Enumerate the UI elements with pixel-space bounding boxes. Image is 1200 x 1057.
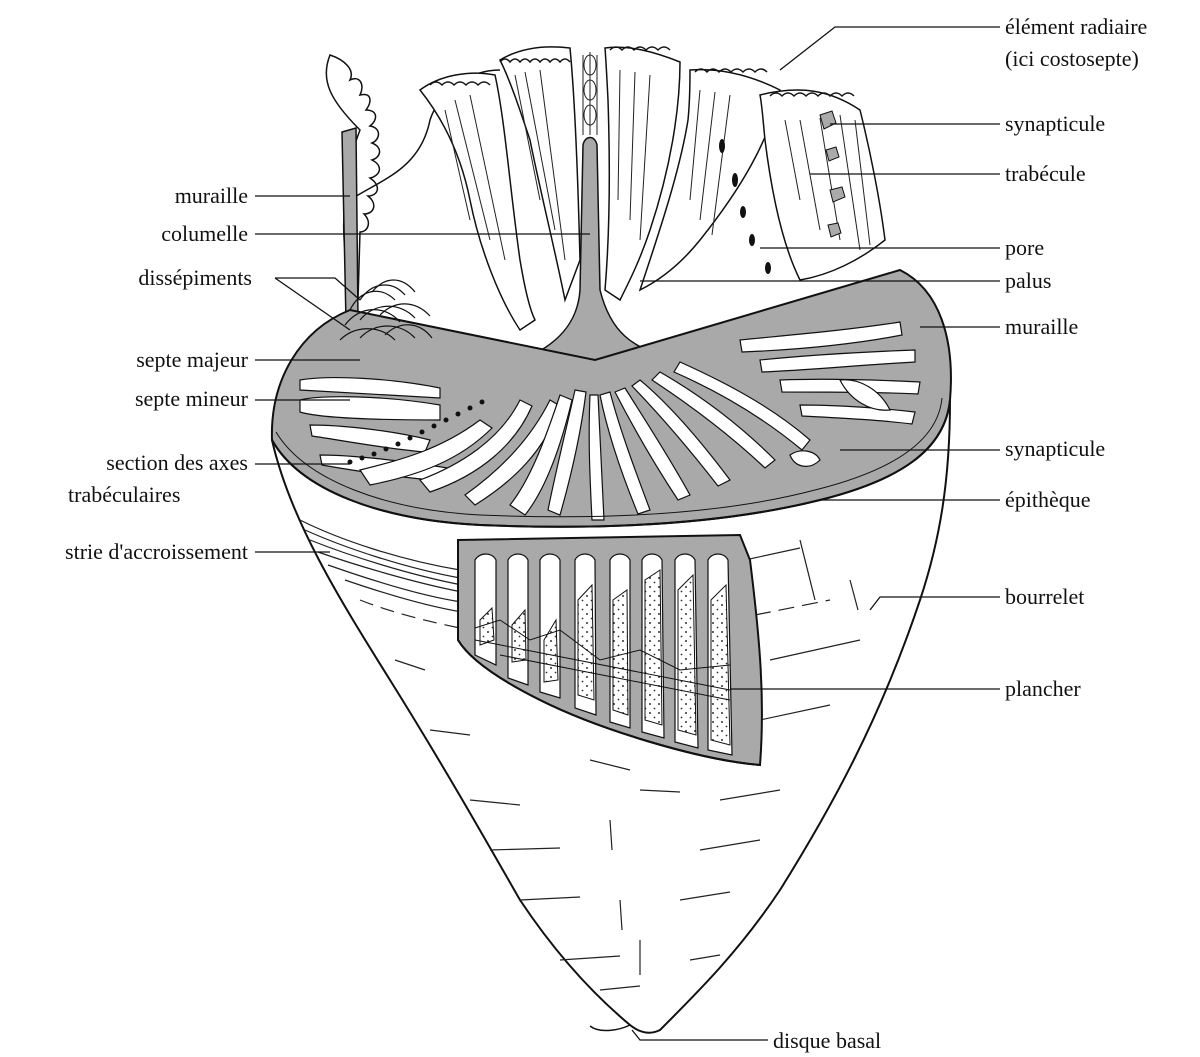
label-dissepiments: dissépiments — [138, 265, 252, 291]
label-muraille-right: muraille — [1005, 314, 1078, 340]
transverse-section — [272, 270, 951, 527]
label-bourrelet: bourrelet — [1005, 584, 1084, 610]
label-synapticule-top: synapticule — [1005, 111, 1105, 137]
label-septe-majeur: septe majeur — [136, 347, 248, 373]
costosepte-rays — [583, 52, 597, 135]
label-epitheque: épithèque — [1005, 487, 1091, 513]
label-section-axes: section des axes — [106, 450, 248, 476]
label-palus: palus — [1005, 268, 1051, 294]
label-element-radiaire: élément radiaire — [1005, 14, 1147, 40]
label-columelle: columelle — [161, 221, 248, 247]
longitudinal-section — [458, 535, 762, 765]
label-septe-mineur: septe mineur — [135, 386, 248, 412]
label-trabecule: trabécule — [1005, 161, 1086, 187]
label-plancher: plancher — [1005, 676, 1081, 702]
label-pore: pore — [1005, 235, 1044, 261]
label-strie: strie d'accroissement — [65, 539, 248, 565]
label-disque-basal: disque basal — [773, 1028, 881, 1054]
label-trabeculaires: trabéculaires — [68, 482, 180, 508]
label-muraille-left: muraille — [175, 183, 248, 209]
label-synapticule-mid: synapticule — [1005, 436, 1105, 462]
label-costosepte: (ici costosepte) — [1005, 46, 1139, 72]
